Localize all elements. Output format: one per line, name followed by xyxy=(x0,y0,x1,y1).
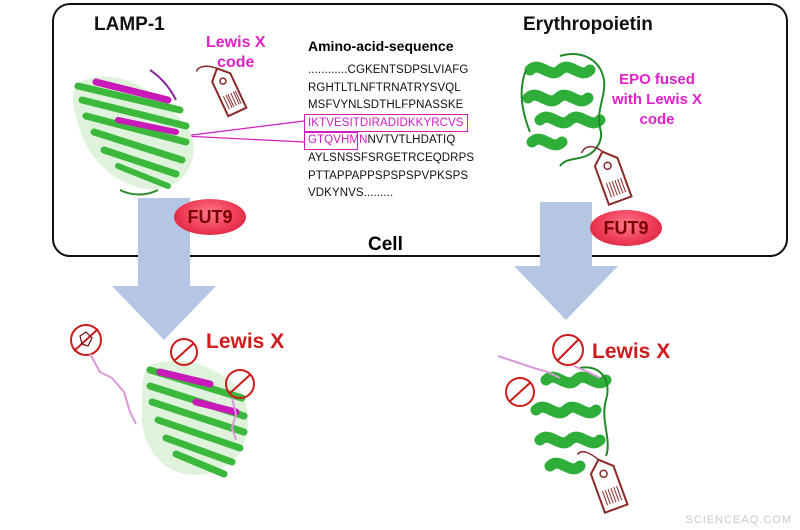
lewis-x-code-tag-icon xyxy=(195,65,248,118)
sequence-segment-highlighted: GTQVHMN xyxy=(308,134,368,147)
epo-fused-line: with Lewis X xyxy=(612,91,703,108)
sequence-callout-line xyxy=(183,135,305,143)
lewis-x-code-line: Lewis X xyxy=(206,34,266,51)
lamp1-title: LAMP-1 xyxy=(94,14,165,35)
sequence-callout-line xyxy=(183,120,305,137)
erythropoietin-protein-structure xyxy=(520,53,606,167)
sequence-heading: Amino-acid-sequence xyxy=(308,38,454,54)
sequence-line: VDKYNVS......... xyxy=(308,187,394,200)
epo-lewis-x-tag-icon xyxy=(576,450,629,514)
lewis-x-glycan-left xyxy=(70,324,255,441)
epo-fused-line: code xyxy=(639,111,675,128)
right-down-arrow xyxy=(514,202,618,320)
sequence-line: RGHTLTLNFTRNATRYSVQL xyxy=(308,81,461,94)
fut9-enzyme-right: FUT9 xyxy=(590,210,662,246)
left-down-arrow xyxy=(112,198,216,340)
cell-label: Cell xyxy=(368,234,403,255)
highlight-box-line5 xyxy=(304,132,358,150)
watermark: SCIENCEAQ.COM xyxy=(685,514,792,526)
epo-fused-tag-icon xyxy=(580,145,633,206)
fut9-enzyme-left: FUT9 xyxy=(174,199,246,235)
sequence-line: AYLSNSSFSRGETRCEQDRPS xyxy=(308,151,475,164)
sequence-line: ............CGKENTSDPSLVIAFG xyxy=(308,64,469,76)
epo-fused-line: EPO fused xyxy=(619,71,695,88)
sequence-line: MSFVYNLSDTHLFPNASSKE xyxy=(308,99,464,112)
lewis-x-label-right: Lewis X xyxy=(592,340,671,363)
lamp1-protein-structure xyxy=(73,69,194,196)
glycosylated-lamp1-structure xyxy=(141,360,248,478)
lewis-x-label-left: Lewis X xyxy=(206,330,285,353)
lewis-x-code-label: Lewis X code xyxy=(206,33,266,73)
erythropoietin-title: Erythropoietin xyxy=(523,14,653,35)
lewis-x-glycan-right xyxy=(497,334,601,407)
cell-boundary xyxy=(52,3,788,257)
sequence-line: PTTAPPAPPSPSPSPVPKSPS xyxy=(308,169,469,182)
sequence-line-highlighted: IKTVESITDIRADIDKKYRCVS xyxy=(308,116,464,129)
glycosylated-epo-structure xyxy=(530,366,612,475)
epo-fused-label: EPO fused with Lewis X code xyxy=(612,70,702,130)
sequence-segment: NVTVTLHDATIQ xyxy=(367,134,456,147)
amino-acid-sequence: ............CGKENTSDPSLVIAFG RGHTLTLNFTRN… xyxy=(308,62,474,203)
lewis-x-code-line: code xyxy=(217,54,255,71)
highlight-box-line4 xyxy=(304,114,468,132)
